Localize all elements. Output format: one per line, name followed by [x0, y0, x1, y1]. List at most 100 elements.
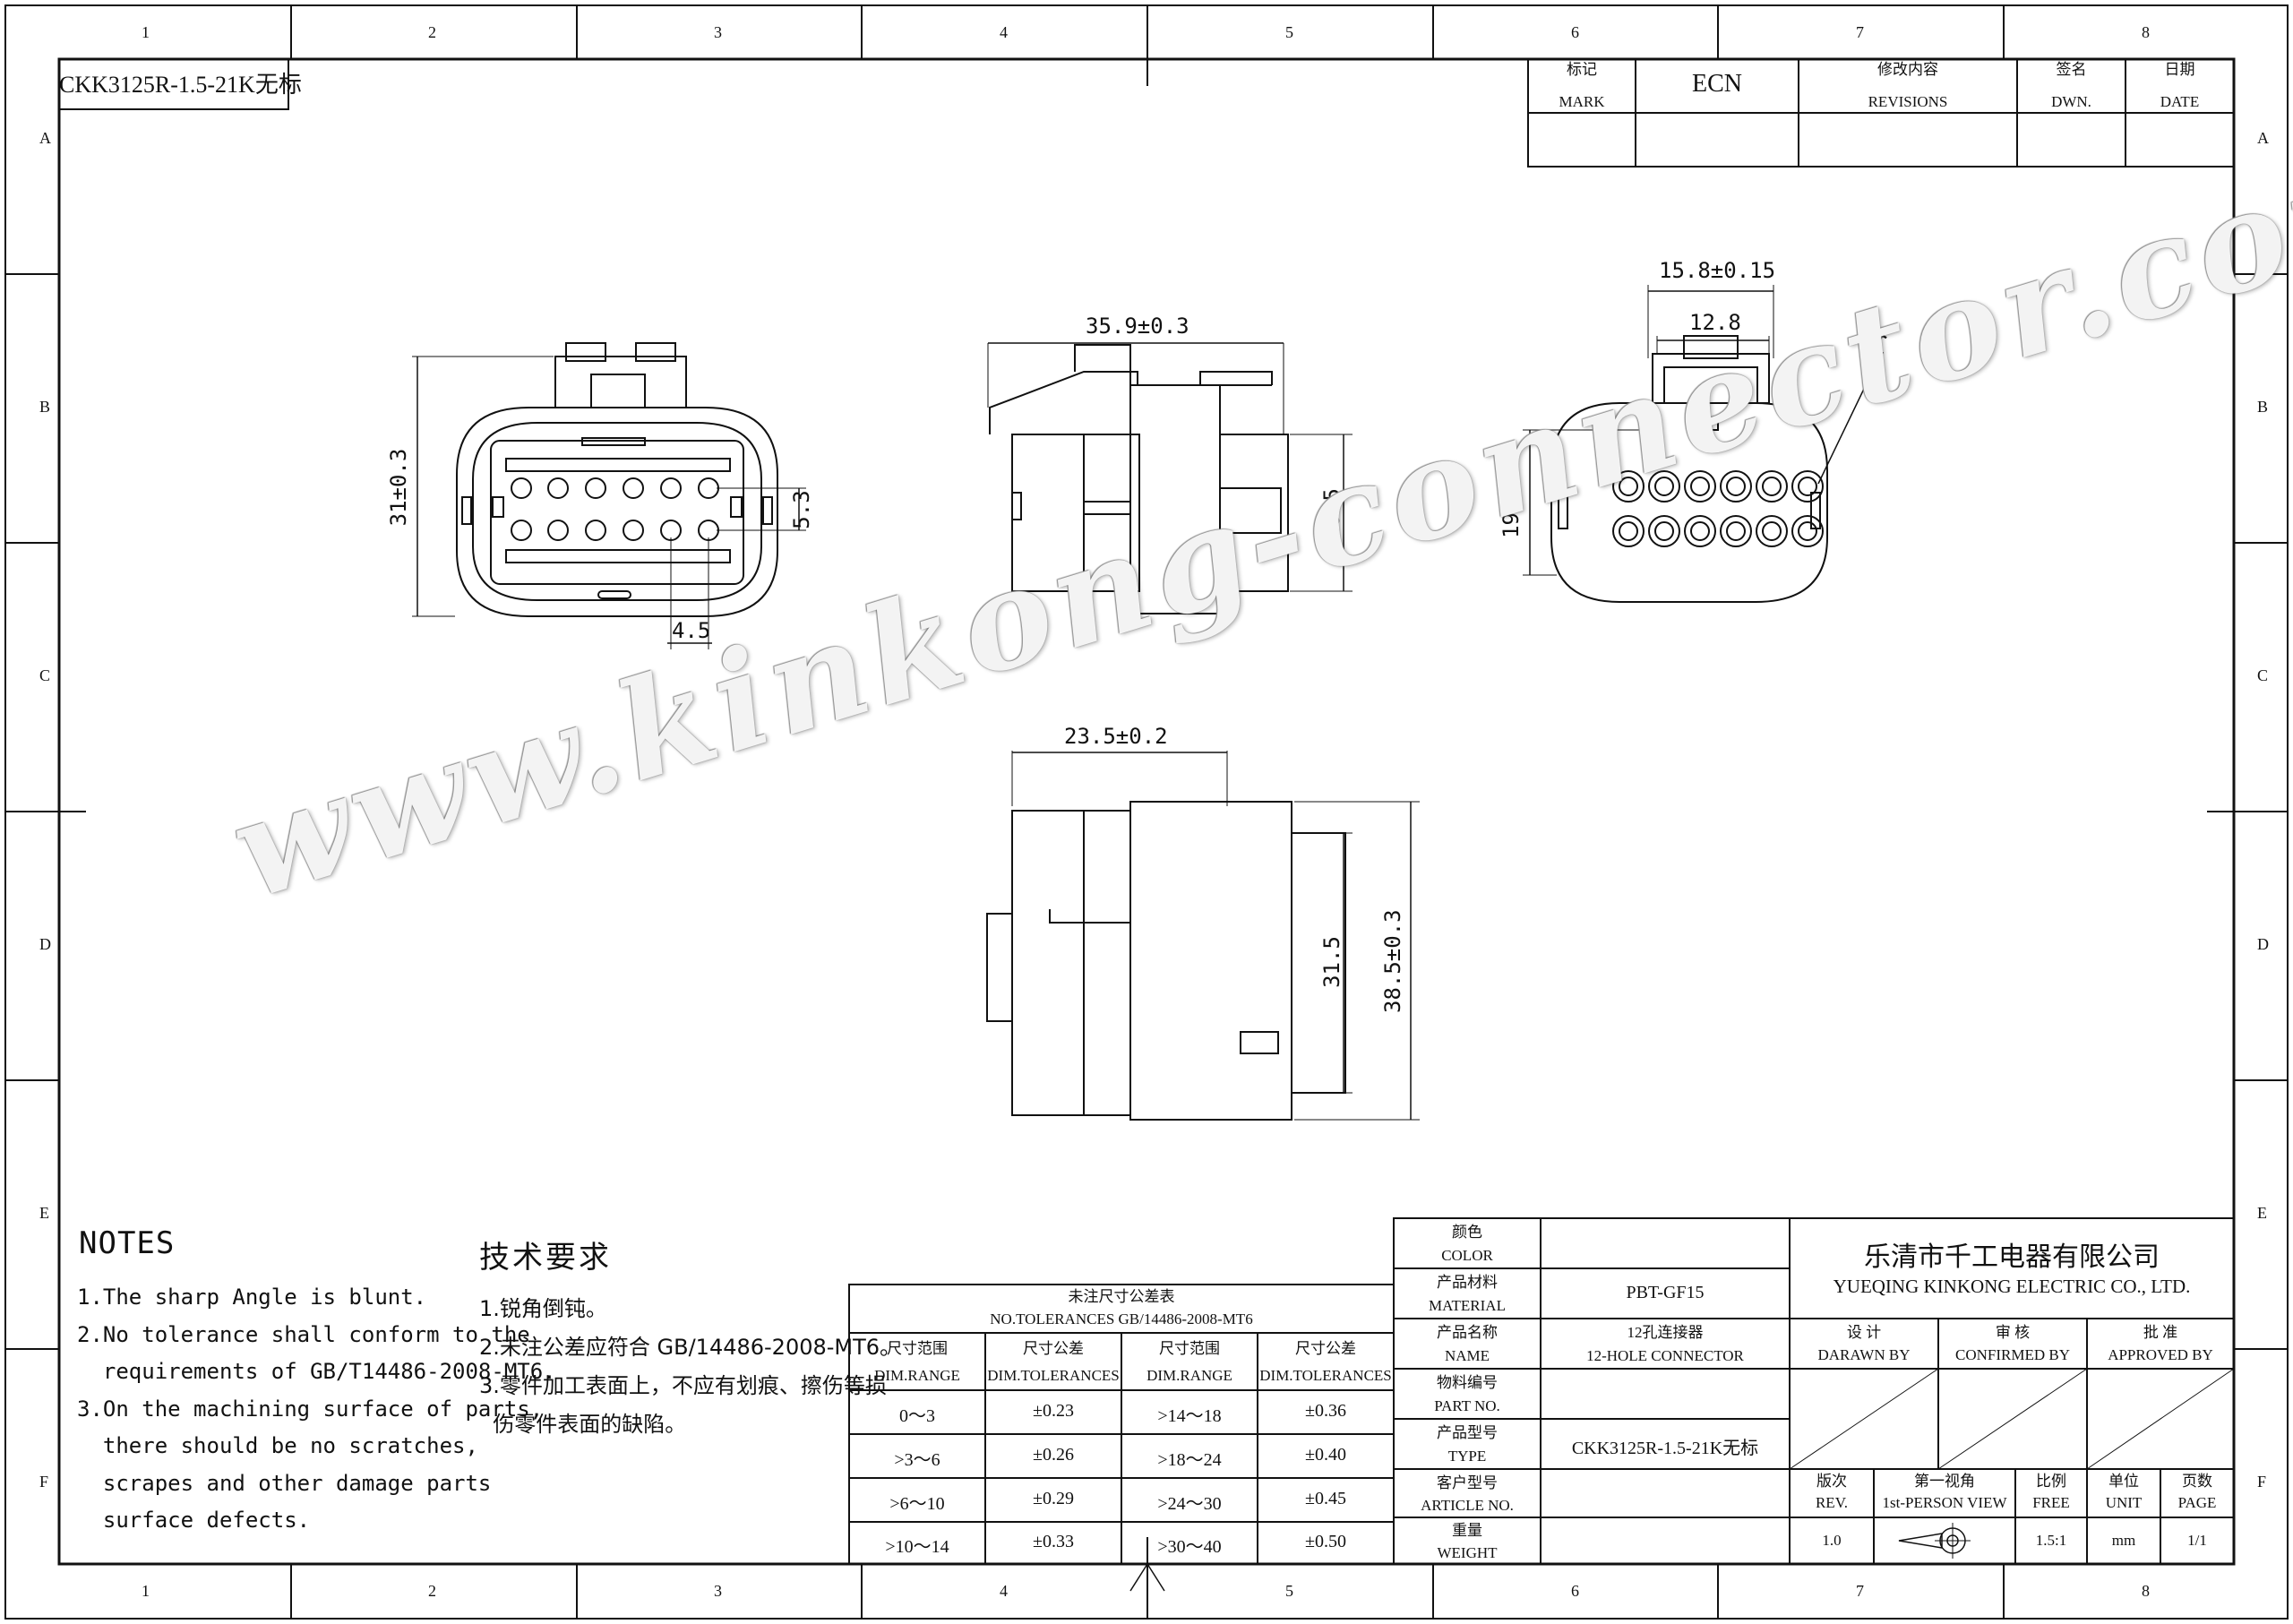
grid-col-4: 4: [1000, 23, 1008, 41]
tol-cell: >10～14: [885, 1537, 949, 1557]
rev-label-en: REV.: [1815, 1494, 1849, 1511]
tol-header-cn: 尺寸公差: [1295, 1340, 1356, 1357]
info-weight-en: WEIGHT: [1437, 1544, 1498, 1561]
info-color-en: COLOR: [1441, 1247, 1493, 1264]
title-box-frame: [58, 58, 289, 110]
info-name-en: NAME: [1444, 1347, 1490, 1364]
tol-cell: ±0.45: [1305, 1489, 1346, 1508]
notes-title: NOTES: [79, 1225, 176, 1261]
grid-row-c: C: [39, 666, 51, 684]
grid-col-7-bottom: 7: [1856, 1582, 1864, 1600]
approval-drawn-cn: 设 计: [1846, 1324, 1882, 1341]
grid-col-7: 7: [1856, 23, 1864, 41]
grid-col-8-bottom: 8: [2142, 1582, 2150, 1600]
rev-mark-cn: 标记: [1567, 61, 1597, 78]
notes-list: 1.The sharp Angle is blunt. 2.No toleran…: [77, 1279, 556, 1540]
dim-bottom-length: 23.5±0.2: [1064, 724, 1168, 749]
rear-view: [1523, 285, 1877, 603]
info-name-value-en: 12-HOLE CONNECTOR: [1586, 1347, 1744, 1364]
rev-mark-en: MARK: [1559, 93, 1605, 110]
tol-cell: ±0.26: [1033, 1445, 1074, 1465]
tol-cell: >30～40: [1157, 1537, 1222, 1557]
info-partno-en: PART NO.: [1434, 1397, 1500, 1414]
dim-side-height: 18.5: [1319, 488, 1344, 540]
grid-row-b-right: B: [2257, 398, 2269, 416]
dim-front-height: 31±0.3: [386, 448, 411, 527]
rev-revisions-cn: 修改内容: [1877, 61, 1938, 78]
grid-col-5-bottom: 5: [1285, 1582, 1293, 1600]
page-value: 1/1: [2187, 1532, 2207, 1549]
centering-mark-icon: [1129, 1562, 1165, 1592]
dim-front-pitch-v: 5.3: [789, 490, 814, 529]
tolerance-table-grid: [848, 1284, 1395, 1565]
dim-front-pitch-h: 4.5: [672, 618, 711, 643]
rev-ecn: ECN: [1692, 70, 1742, 98]
front-view: [412, 342, 806, 649]
rev-date-en: DATE: [2160, 93, 2200, 110]
tol-cell: ±0.50: [1305, 1532, 1346, 1551]
bottom-view: [986, 751, 1420, 1121]
grid-row-d: D: [39, 935, 51, 953]
dim-rear-width-inner: 12.8: [1689, 310, 1741, 335]
tol-header-cn: 尺寸范围: [887, 1340, 948, 1357]
tol-cell: >18～24: [1157, 1450, 1222, 1470]
tol-header-cn: 尺寸范围: [1159, 1340, 1220, 1357]
rev-date-cn: 日期: [2164, 61, 2195, 78]
grid-col-1-bottom: 1: [142, 1582, 150, 1600]
tech-line: 1.锐角倒钝。: [479, 1296, 607, 1321]
grid-col-2: 2: [428, 23, 436, 41]
scale-label-en: FREE: [2032, 1494, 2070, 1511]
rear-hole-row-2: [1612, 515, 1824, 547]
tol-cell: ±0.23: [1033, 1401, 1074, 1421]
note-line: 3.On the machining surface of parts,: [77, 1396, 544, 1422]
tech-requirements-list: 1.锐角倒钝。 2.未注公差应符合 GB/14486-2008-MT6。 3.零…: [479, 1290, 901, 1444]
approval-approved-en: APPROVED BY: [2108, 1346, 2213, 1363]
info-article-en: ARTICLE NO.: [1421, 1497, 1514, 1514]
grid-row-a-right: A: [2257, 129, 2269, 147]
grid-col-2-bottom: 2: [428, 1582, 436, 1600]
approval-drawn-en: DARAWN BY: [1817, 1346, 1911, 1363]
tol-header-en: DIM.RANGE: [1146, 1367, 1232, 1384]
info-material-value: PBT-GF15: [1626, 1283, 1705, 1302]
tol-cell: >24～30: [1157, 1494, 1222, 1514]
revision-block: [1527, 58, 2235, 168]
note-line: requirements of GB/T14486-2008-MT6.: [77, 1359, 556, 1384]
info-material-en: MATERIAL: [1429, 1297, 1506, 1314]
grid-ticks: [5, 5, 2288, 1619]
approval-approved-cn: 批 准: [2143, 1324, 2178, 1341]
tech-line: 伤零件表面的缺陷。: [479, 1412, 687, 1437]
tech-requirements-title: 技术要求: [479, 1240, 612, 1276]
info-type-en: TYPE: [1447, 1448, 1487, 1465]
note-line: scrapes and other damage parts: [77, 1470, 492, 1496]
rev-dwn-en: DWN.: [2051, 93, 2091, 110]
unit-label-en: UNIT: [2105, 1494, 2143, 1511]
grid-col-6: 6: [1571, 23, 1579, 41]
dim-bottom-outer: 38.5±0.3: [1380, 909, 1405, 1013]
note-line: surface defects.: [77, 1508, 311, 1533]
tol-cell: >3～6: [894, 1450, 940, 1470]
company-name-cn: 乐清市千工电器有限公司: [1864, 1242, 2160, 1273]
company-name-en: YUEQING KINKONG ELECTRIC CO., LTD.: [1833, 1276, 2191, 1297]
unit-value: mm: [2111, 1532, 2136, 1549]
grid-row-d-right: D: [2257, 935, 2269, 953]
tol-cell: ±0.40: [1305, 1445, 1346, 1465]
note-line: 2.No tolerance shall conform to the: [77, 1321, 530, 1347]
rev-label-cn: 版次: [1816, 1473, 1847, 1490]
rev-value: 1.0: [1822, 1532, 1842, 1549]
grid-row-f: F: [39, 1473, 49, 1491]
info-article-cn: 客户型号: [1437, 1474, 1498, 1491]
view-label-cn: 第一视角: [1914, 1473, 1975, 1490]
grid-col-3: 3: [714, 23, 722, 41]
note-line: 1.The sharp Angle is blunt.: [77, 1285, 427, 1310]
approval-confirmed-cn: 审 核: [1995, 1324, 2031, 1341]
tol-header-en: DIM.RANGE: [874, 1367, 960, 1384]
grid-col-4-bottom: 4: [1000, 1582, 1008, 1600]
dim-rear-width-outer: 15.8±0.15: [1659, 258, 1776, 283]
approval-confirmed-en: CONFIRMED BY: [1955, 1346, 2070, 1363]
page-label-en: PAGE: [2177, 1494, 2217, 1511]
tech-line: 3.零件加工表面上，不应有划痕、擦伤等损: [479, 1373, 887, 1398]
tol-header-en: DIM.TOLERANCES: [1259, 1367, 1392, 1384]
info-color-cn: 颜色: [1452, 1224, 1482, 1241]
grid-col-8: 8: [2142, 23, 2150, 41]
